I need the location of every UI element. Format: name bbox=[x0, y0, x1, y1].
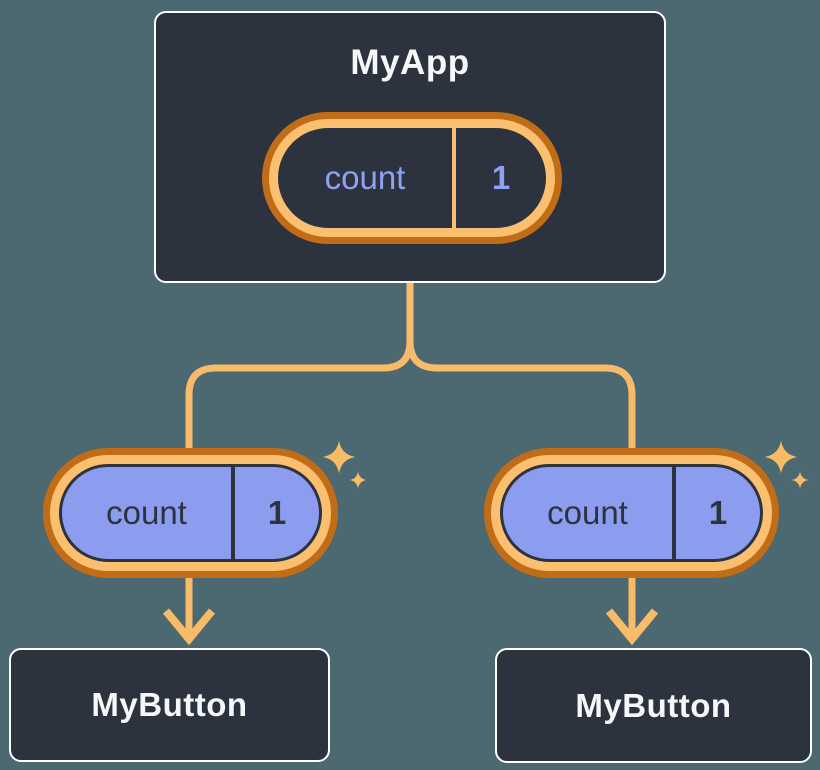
sparkle-icon bbox=[764, 440, 798, 474]
sparkle-icon bbox=[791, 471, 809, 489]
pill-divider bbox=[452, 128, 456, 228]
prop-name: count bbox=[547, 494, 628, 531]
prop-pill: count 1 bbox=[484, 448, 779, 578]
state-name: count bbox=[324, 159, 406, 196]
prop-pill-core: count 1 bbox=[59, 464, 322, 562]
arrow-down-icon bbox=[605, 608, 659, 646]
prop-pill: count 1 bbox=[43, 448, 338, 578]
child-component-card: MyButton bbox=[495, 648, 812, 763]
prop-name: count bbox=[106, 494, 187, 531]
prop-pill-core: count 1 bbox=[500, 464, 763, 562]
sparkle-icon bbox=[322, 440, 356, 474]
arrow-down-icon bbox=[162, 608, 216, 646]
pill-divider bbox=[672, 467, 676, 559]
child-component-card: MyButton bbox=[9, 648, 330, 762]
component-title: MyButton bbox=[91, 686, 248, 723]
state-value: 1 bbox=[491, 159, 511, 196]
state-pill-core: count 1 bbox=[278, 128, 546, 228]
prop-value: 1 bbox=[267, 494, 287, 531]
component-title: MyApp bbox=[350, 43, 470, 82]
prop-value: 1 bbox=[708, 494, 728, 531]
sparkle-icon bbox=[349, 471, 367, 489]
component-title: MyButton bbox=[575, 686, 732, 724]
state-pill: count 1 bbox=[262, 112, 562, 244]
